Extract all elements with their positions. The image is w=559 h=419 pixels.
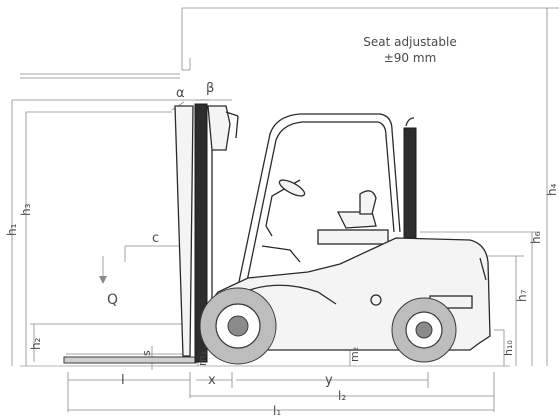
seat-note-line1: Seat adjustable [363,35,456,49]
label-h6: h₆ [529,231,543,244]
forks [63,353,197,364]
label-h3: h₃ [19,203,33,216]
label-l: l [121,373,125,388]
label-h10: h₁₀ [502,340,515,356]
label-y: y [325,373,333,388]
label-s: s [140,350,153,356]
rear-wheel [391,297,457,363]
label-Q: Q [107,292,118,308]
overhead-guard [235,113,401,297]
label-beta: β [206,81,214,96]
seat-note-line2: ±90 mm [384,51,437,65]
label-x: x [208,373,216,388]
label-l1: l₁ [273,404,281,418]
seat-note: Seat adjustable ±90 mm [363,35,456,65]
label-m2: m₂ [348,347,361,362]
label-l2: l₂ [338,389,346,403]
label-h7: h₇ [515,289,529,302]
mast [174,103,239,363]
dimension-label-set: α β h₁ h₃ h₄ h₆ h₇ h₁₀ h₂ c Q s m₁ m₂ l … [5,81,559,418]
counterweight-column [403,117,417,239]
load-centre-arrow-icon [99,256,107,284]
label-alpha: α [176,86,185,101]
dimension-lines [11,7,559,412]
label-h4: h₄ [545,183,559,196]
label-c: c [152,231,159,246]
label-m1: m₁ [196,351,209,366]
label-h2: h₂ [29,337,43,350]
seat-and-steering [261,179,389,263]
label-h1: h₁ [5,223,19,236]
front-wheel [199,287,277,365]
